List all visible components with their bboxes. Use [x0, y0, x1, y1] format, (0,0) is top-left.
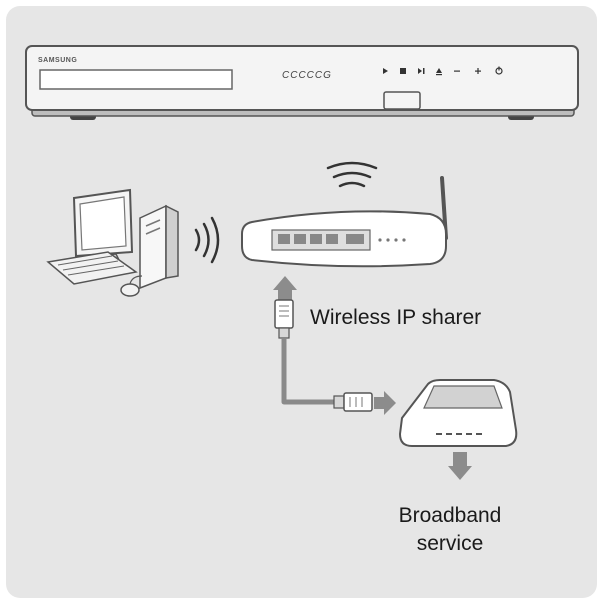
wireless-router-icon: [241, 176, 448, 268]
player-controls: [383, 66, 503, 76]
pc-tower-side: [165, 204, 179, 279]
cable-line: [281, 338, 334, 405]
plus-v-icon: [477, 68, 479, 74]
eject-bar-icon: [436, 74, 442, 76]
eject-icon: [436, 68, 442, 73]
broadband-label-line1: Broadband: [398, 504, 502, 527]
ethernet-cable-icon: [274, 299, 373, 412]
cable-plug-modem: [343, 392, 373, 412]
player-brand: SAMSUNG: [38, 57, 77, 64]
arrow-right-to-modem: [374, 391, 396, 415]
arrow-up-to-router: [273, 276, 297, 304]
stop-icon: [400, 68, 406, 74]
blu-ray-player-icon: SAMSUNG CCCCCG: [25, 45, 579, 120]
power-line-icon: [498, 66, 500, 71]
arrow-down-from-modem: [448, 452, 472, 480]
disc-tray: [39, 69, 233, 90]
pc-mouse: [120, 283, 140, 297]
cable-plug-router: [274, 299, 294, 329]
wifi-waves-icon: [326, 161, 378, 188]
player-body: [25, 45, 579, 111]
pc-tower-front: [139, 204, 167, 290]
modem-top-panel: [423, 385, 503, 409]
pause-play-icon: [418, 68, 422, 74]
minus-icon: [454, 70, 460, 72]
usb-flap: [383, 91, 421, 110]
wifi-waves-icon: [194, 216, 220, 264]
desktop-computer-icon: [46, 188, 179, 297]
broadband-modem-icon: [398, 379, 518, 447]
pause-bar-icon: [423, 68, 425, 74]
pc-keyboard: [46, 251, 138, 285]
pc-screen: [79, 196, 127, 251]
broadband-label-line2: service: [416, 532, 484, 555]
player-display: CCCCCG: [282, 70, 332, 81]
play-icon: [383, 68, 388, 74]
router-label: Wireless IP sharer: [310, 306, 482, 329]
